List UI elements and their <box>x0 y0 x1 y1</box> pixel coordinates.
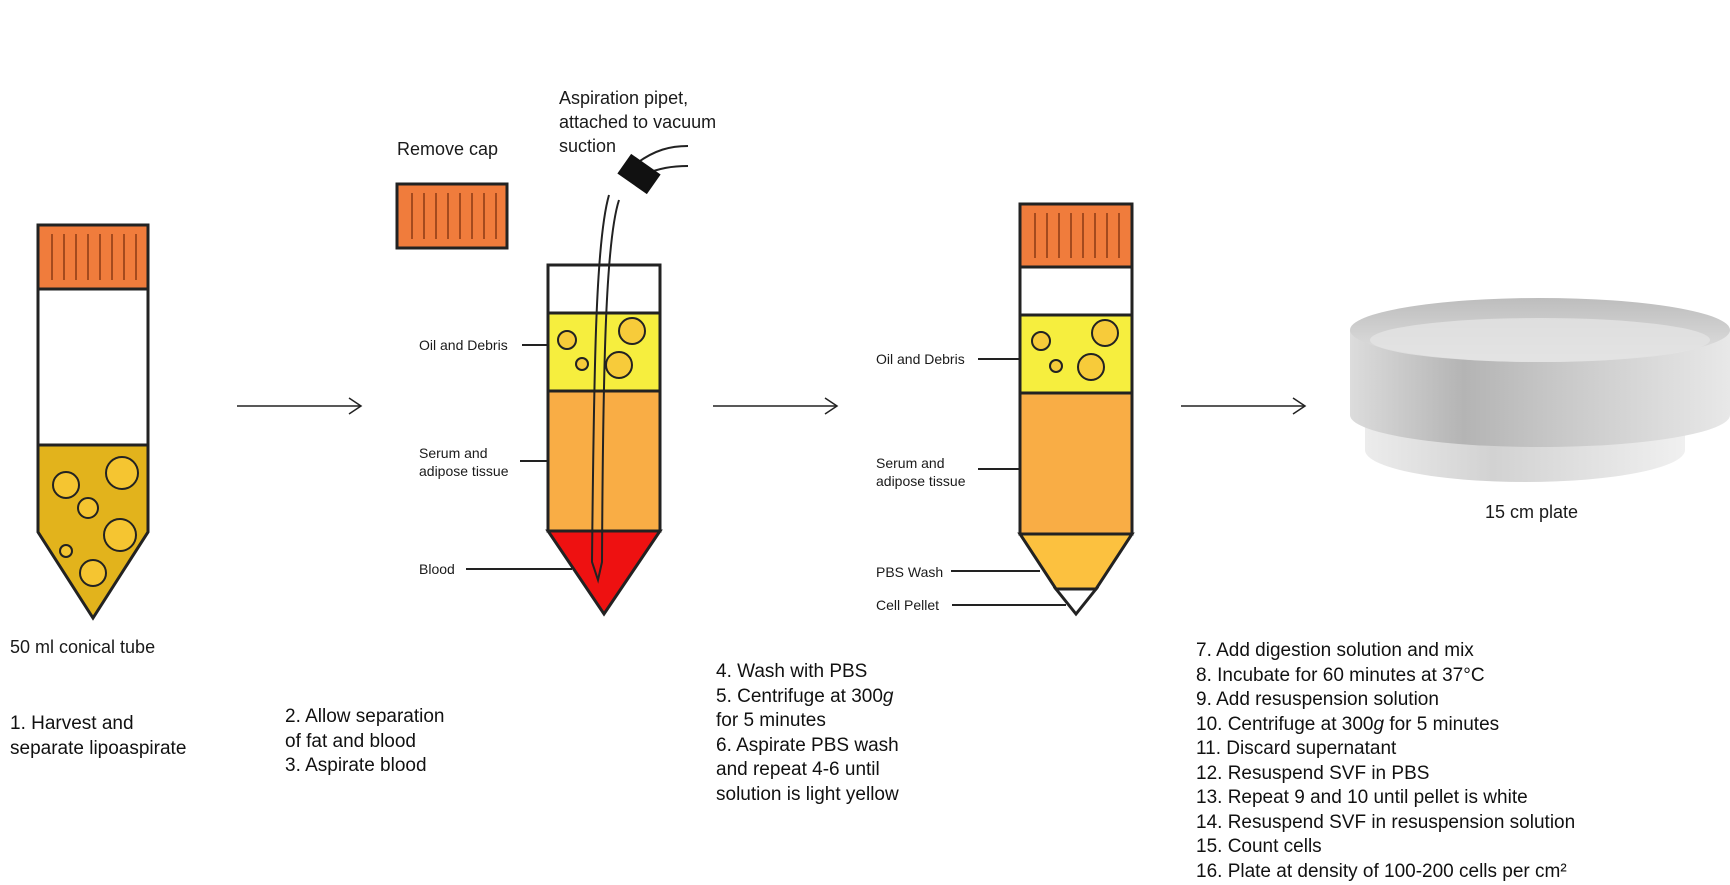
step-line: 2. Allow separation <box>285 706 445 727</box>
step-line: and repeat 4-6 until <box>716 758 899 783</box>
tube2-oil-label: Oil and Debris <box>419 337 508 353</box>
plate-steps: 7. Add digestion solution and mix 8. Incu… <box>1196 639 1575 884</box>
step-text: 16. Plate at density of 100-200 cells pe… <box>1196 860 1567 882</box>
tube1-empty-space <box>36 287 150 447</box>
step-line: 7. Add digestion solution and mix <box>1196 639 1575 664</box>
tube2-steps: 2. Allow separation of fat and blood 3. … <box>285 705 445 779</box>
step-line: solution is light yellow <box>716 783 899 808</box>
arrow-right-icon <box>713 397 839 415</box>
tube2-serum-label: Serum and adipose tissue <box>419 445 509 479</box>
step-text: for 5 minutes <box>1384 713 1500 735</box>
step-line: 15. Count cells <box>1196 835 1575 860</box>
tube3-cell-pellet <box>1052 587 1100 617</box>
arrow-right-icon <box>237 397 363 415</box>
tube3-pbs-label: PBS Wash <box>876 564 943 580</box>
cap-icon <box>395 182 509 250</box>
step-line: 13. Repeat 9 and 10 until pellet is whit… <box>1196 786 1575 811</box>
plate-caption: 15 cm plate <box>1485 502 1578 522</box>
step-line: 4. Wash with PBS <box>716 660 899 685</box>
tube3-pellet-label: Cell Pellet <box>876 597 939 613</box>
step-text: 10. Centrifuge at 300 <box>1196 713 1374 735</box>
tube1-cap <box>36 223 150 291</box>
tube3-serum-layer <box>1018 391 1134 536</box>
step-line: 14. Resuspend SVF in resuspension soluti… <box>1196 811 1575 836</box>
tube3-cap <box>1018 202 1134 269</box>
step-text: 12. Resuspend SVF in PBS <box>1196 762 1430 784</box>
tube2-blood-layer <box>545 529 663 617</box>
step-text: 13. Repeat 9 and 10 until pellet is whit… <box>1196 787 1528 808</box>
step-line: separate lipoaspirate <box>10 737 187 759</box>
culture-plate-icon <box>1350 298 1730 482</box>
step-line: 3. Aspirate blood <box>285 755 427 776</box>
step-line: 9. Add resuspension solution <box>1196 688 1575 713</box>
step-line: 1. Harvest and <box>10 713 134 734</box>
step-text: 15. Count cells <box>1196 836 1322 857</box>
step-line: 5. Centrifuge at 300g <box>716 685 899 710</box>
tube1-steps: 1. Harvest and separate lipoaspirate <box>10 712 186 761</box>
step-text: and repeat 4-6 until <box>716 759 880 780</box>
tube3-oil-droplets <box>1031 319 1119 381</box>
step-text: 6. Aspirate PBS wash <box>716 734 899 756</box>
step-line: of fat and blood <box>285 730 416 752</box>
step-text: 8. Incubate for 60 minutes at 37°C <box>1196 664 1485 686</box>
tube2 <box>545 263 663 617</box>
step-italic: g <box>1373 713 1385 735</box>
tube1-caption: 50 ml conical tube <box>10 637 155 657</box>
conical-tube-icon <box>36 223 150 621</box>
tube2-oil-droplets <box>557 317 646 379</box>
arrow-right-icon <box>1181 397 1307 415</box>
plate-inner <box>1370 318 1710 362</box>
step-line: 6. Aspirate PBS wash <box>716 734 899 759</box>
remove-cap-label: Remove cap <box>397 139 498 159</box>
step-italic: g <box>882 685 894 707</box>
tube3-labels: Oil and Debris Serum and adipose tissue … <box>876 351 1066 613</box>
step-text: 7. Add digestion solution and mix <box>1196 640 1474 661</box>
step-line: 11. Discard supernatant <box>1196 737 1575 762</box>
tube2-blood-label: Blood <box>419 561 455 577</box>
step-line: 8. Incubate for 60 minutes at 37°C <box>1196 664 1575 689</box>
tube2-empty-space <box>546 263 662 315</box>
step-text: 4. Wash with PBS <box>716 661 868 682</box>
tube1-fat-droplets <box>52 456 139 587</box>
plate-upper-body <box>1350 330 1730 447</box>
pipet-label: Aspiration pipet, attached to vacuum suc… <box>559 88 721 156</box>
tube3-serum-label: Serum and adipose tissue <box>876 455 966 489</box>
step-text: 14. Resuspend SVF in resuspension soluti… <box>1196 811 1576 833</box>
tube3-oil-label: Oil and Debris <box>876 351 965 367</box>
step-line: for 5 minutes <box>716 709 899 734</box>
tube1-cap-ridges <box>51 234 137 280</box>
step-text: solution is light yellow <box>716 783 899 805</box>
step-line: 12. Resuspend SVF in PBS <box>1196 762 1575 787</box>
conical-tube-icon <box>1017 202 1135 617</box>
aspiration-pipet-icon <box>590 145 689 584</box>
tube3-pbs-wash <box>1017 532 1135 591</box>
tube3-empty-space <box>1018 265 1134 317</box>
tube2-labels: Oil and Debris Serum and adipose tissue … <box>419 337 572 577</box>
step-text: for 5 minutes <box>716 710 826 731</box>
step-text: 5. Centrifuge at 300 <box>716 685 883 707</box>
step-text: 9. Add resuspension solution <box>1196 689 1439 710</box>
step-line: 16. Plate at density of 100-200 cells pe… <box>1196 860 1575 885</box>
step-line: 10. Centrifuge at 300g for 5 minutes <box>1196 713 1575 738</box>
step-text: 11. Discard supernatant <box>1196 738 1397 759</box>
